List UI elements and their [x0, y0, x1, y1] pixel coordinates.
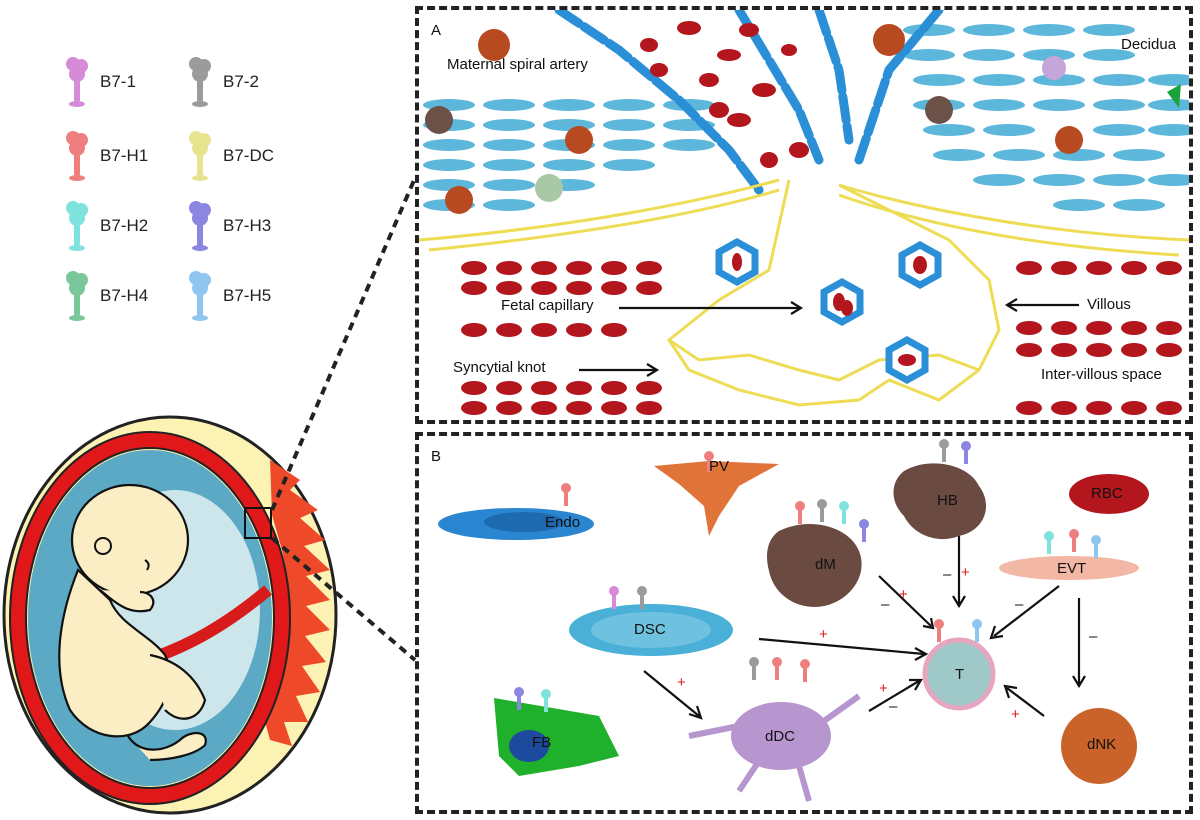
dm-minus-sign: – — [881, 596, 890, 613]
legend-item-b7-h4: B7-H4 — [60, 271, 149, 321]
fb-label: FB — [532, 734, 552, 751]
villous-label: Villous — [1087, 296, 1131, 313]
legend-label: B7-2 — [223, 72, 259, 91]
fetus — [58, 483, 207, 762]
intervillous-space-label: Inter-villous space — [1041, 366, 1162, 383]
b7-1-molecule-icon — [66, 57, 88, 107]
artery-red-blood-cells — [640, 21, 809, 168]
fetal-capillary-label: Fetal capillary — [501, 297, 594, 314]
dm-plus-sign: + — [899, 586, 908, 603]
legend-item-b7-1: B7-1 — [60, 57, 136, 107]
uterus-red-band — [10, 432, 290, 804]
legend-item-b7-h5: B7-H5 — [183, 271, 272, 321]
placenta-interface-scene — [419, 10, 1189, 415]
red-blood-cell — [1069, 474, 1149, 514]
legend-item-b7-h1: B7-H1 — [60, 131, 149, 181]
panel-b-letter: B — [431, 448, 442, 465]
zoom-inset-box — [244, 507, 272, 539]
dsc-plus-sign: + — [819, 626, 828, 643]
rbc-label: RBC — [1091, 485, 1123, 502]
legend-label: B7-H1 — [100, 146, 149, 165]
b7-h2-molecule-icon — [66, 201, 88, 251]
panel-a-letter: A — [431, 22, 442, 39]
pv-label: PV — [709, 458, 730, 475]
legend-label: B7-H4 — [100, 286, 149, 305]
panel-a: A Maternal spiral artery Decidua Fetal c… — [415, 6, 1193, 424]
spiral-artery-wall — [554, 10, 944, 195]
ddc-label: dDC — [765, 728, 796, 745]
intervillous-red-blood-cells-right — [1016, 261, 1182, 415]
b7-dc-molecule-icon — [189, 131, 211, 181]
b7-molecules-on-cells — [514, 439, 1101, 712]
intervillous-red-blood-cells-left — [461, 261, 662, 415]
maternal-spiral-artery-label: Maternal spiral artery — [447, 56, 588, 73]
decidual-macrophage — [767, 523, 862, 607]
legend-label: B7-1 — [100, 72, 136, 91]
endometrium-folds — [262, 460, 330, 746]
b7-h5-molecule-icon — [189, 271, 211, 321]
dnk-label: dNK — [1087, 736, 1117, 753]
dsc-label: DSC — [634, 621, 666, 638]
legend-item-b7-dc: B7-DC — [183, 131, 275, 181]
hb-minus-sign: – — [943, 566, 952, 583]
evt-label: EVT — [1057, 560, 1087, 577]
ddc-minus-sign: – — [889, 698, 898, 715]
capillary-red-blood-cells — [732, 253, 927, 366]
legend-label: B7-H3 — [223, 216, 272, 235]
decidual-immune-cells — [425, 24, 1181, 214]
syncytial-knot-label: Syncytial knot — [453, 359, 546, 376]
b7-h1-molecule-icon — [66, 131, 88, 181]
evt-dnk-minus-sign: – — [1089, 628, 1098, 645]
legend-item-b7-h2: B7-H2 — [60, 201, 149, 251]
dnk-plus-sign: + — [1011, 706, 1020, 723]
hb-plus-sign: + — [961, 564, 970, 581]
legend-item-b7-2: B7-2 — [183, 57, 259, 107]
b7-h4-molecule-icon — [66, 271, 88, 321]
ddc-plus-sign: + — [879, 680, 888, 697]
extravillous-trophoblast — [999, 556, 1139, 580]
extravillous-trophoblasts — [419, 178, 1189, 407]
decidual-stromal-cells — [423, 99, 715, 211]
decidua-label: Decidua — [1121, 36, 1177, 53]
t-label: T — [955, 666, 965, 683]
dsc-ddc-plus-sign: + — [677, 674, 686, 691]
legend-label: B7-H2 — [100, 216, 149, 235]
hb-label: HB — [937, 492, 958, 509]
immune-interaction-scene — [438, 439, 1149, 802]
legend-item-b7-h3: B7-H3 — [183, 201, 272, 251]
decidual-dendritic-cell — [688, 693, 861, 802]
decidual-nk-cell — [1061, 708, 1137, 784]
hofbauer-cell — [893, 463, 987, 540]
decidual-stromal-cells-right — [903, 24, 1189, 211]
t-cell — [922, 637, 996, 711]
dm-label: dM — [815, 556, 836, 573]
legend-label: B7-H5 — [223, 286, 272, 305]
uterus-fetus-illustration — [2, 415, 338, 815]
panel-b: B Endo PV HB RBC dM EVT DSC T FB dDC dNK… — [415, 432, 1193, 814]
legend-label: B7-DC — [223, 146, 275, 165]
panel-b-arrows — [643, 536, 1086, 720]
endo-label: Endo — [545, 514, 581, 531]
panel-a-arrows — [579, 298, 1079, 377]
b7-h3-molecule-icon — [189, 201, 211, 251]
evt-minus-sign: – — [1015, 596, 1024, 613]
perivascular-cell — [654, 461, 779, 536]
b7-2-molecule-icon — [189, 57, 211, 107]
